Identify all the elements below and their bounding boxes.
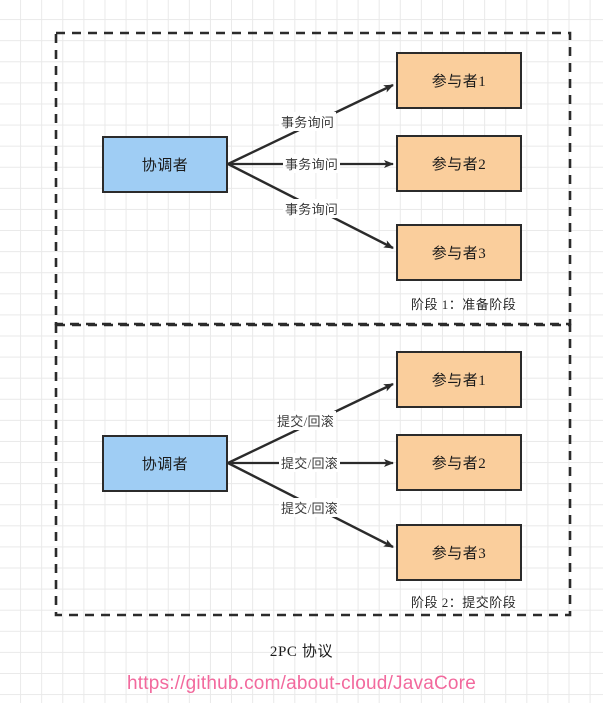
phase-1-participant-3-label: 参与者3 <box>431 246 487 262</box>
phase-2-participant-2-label: 参与者2 <box>431 456 487 472</box>
phase-1-coordinator-label: 协调者 <box>141 158 189 174</box>
phase-1-edge-3-label: 事务询问 <box>283 199 341 218</box>
phase-1-participant-1-label: 参与者1 <box>431 74 487 90</box>
phase-1-participant-3[interactable]: 参与者3 <box>396 224 522 281</box>
phase-1-participant-1[interactable]: 参与者1 <box>396 52 522 109</box>
phase-2-coordinator-label: 协调者 <box>141 457 189 473</box>
diagram-caption: 2PC 协议 <box>269 644 334 660</box>
phase-2-edge-2-label: 提交/回滚 <box>279 453 341 472</box>
phase-2-edge-1-label: 提交/回滚 <box>275 411 337 430</box>
phase-2-participant-3-label: 参与者3 <box>431 546 487 562</box>
phase-1-edge-1-label: 事务询问 <box>279 112 337 131</box>
phase-2-coordinator[interactable]: 协调者 <box>102 435 228 492</box>
phase-2-participant-1-label: 参与者1 <box>431 373 487 389</box>
phase-1-participant-2[interactable]: 参与者2 <box>396 135 522 192</box>
phase-1-participant-2-label: 参与者2 <box>431 157 487 173</box>
phase-1-label: 阶段 1：准备阶段 <box>411 297 517 312</box>
phase-2-label: 阶段 2：提交阶段 <box>411 595 517 610</box>
phase-1-edge-2-label: 事务询问 <box>283 154 341 173</box>
phase-2-edge-3-label: 提交/回滚 <box>279 498 341 517</box>
phase-1-coordinator[interactable]: 协调者 <box>102 136 228 193</box>
source-url: https://github.com/about-cloud/JavaCore <box>127 673 476 694</box>
phase-2-participant-1[interactable]: 参与者1 <box>396 351 522 408</box>
phase-2-participant-2[interactable]: 参与者2 <box>396 434 522 491</box>
phase-2-panel <box>54 323 572 617</box>
phase-2-participant-3[interactable]: 参与者3 <box>396 524 522 581</box>
